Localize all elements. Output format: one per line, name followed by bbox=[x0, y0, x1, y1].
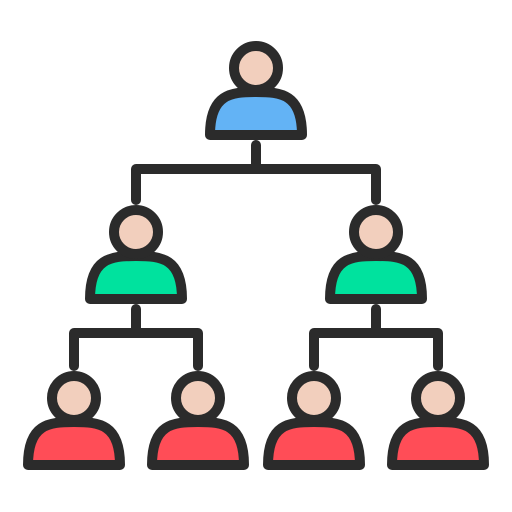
person-head-staff-1 bbox=[47, 371, 101, 425]
person-body-staff-2 bbox=[147, 417, 249, 470]
person-icon-root bbox=[205, 41, 307, 140]
person-icon-manager-left bbox=[85, 205, 187, 304]
person-body-staff-3 bbox=[263, 417, 365, 470]
person-head-staff-4 bbox=[411, 371, 465, 425]
person-head-manager-left bbox=[109, 205, 163, 259]
person-body-manager-right bbox=[325, 251, 427, 304]
connector-manager-right bbox=[309, 304, 443, 371]
person-icon-staff-2 bbox=[147, 371, 249, 470]
connector-lines bbox=[69, 140, 443, 371]
person-head-staff-3 bbox=[287, 371, 341, 425]
person-body-manager-left bbox=[85, 251, 187, 304]
person-body-staff-4 bbox=[387, 417, 489, 470]
person-head-manager-right bbox=[349, 205, 403, 259]
person-icon-manager-right bbox=[325, 205, 427, 304]
person-head-root bbox=[229, 41, 283, 95]
person-head-staff-2 bbox=[171, 371, 225, 425]
person-icon-staff-4 bbox=[387, 371, 489, 470]
person-icon-staff-3 bbox=[263, 371, 365, 470]
person-body-staff-1 bbox=[23, 417, 125, 470]
connector-manager-left bbox=[69, 304, 203, 371]
people-group bbox=[23, 41, 489, 470]
person-body-root bbox=[205, 87, 307, 140]
person-icon-staff-1 bbox=[23, 371, 125, 470]
connector-root bbox=[131, 140, 381, 205]
